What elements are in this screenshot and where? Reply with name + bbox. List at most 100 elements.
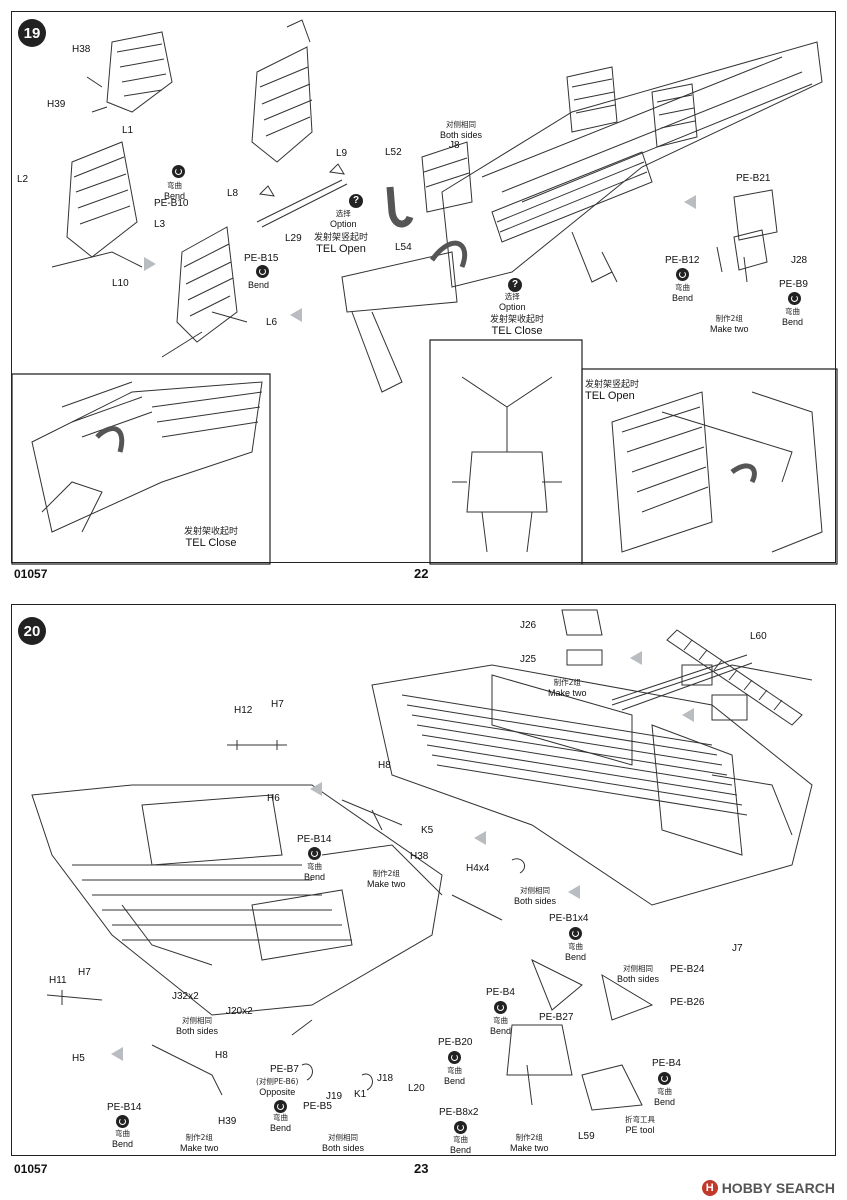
- part-label-h11: H11: [49, 975, 67, 986]
- part-label-j20x2: J20x2: [226, 1006, 253, 1017]
- part-label-pe-b15: PE-B15: [244, 253, 279, 264]
- part-label-l52: L52: [385, 147, 402, 158]
- part-label-l2: L2: [17, 174, 29, 185]
- flow-arrow-icon: [684, 195, 696, 209]
- step-19-panel: 19: [11, 11, 836, 563]
- part-label-l54: L54: [395, 242, 412, 253]
- part-label-pe-b1x4: PE-B1x4: [549, 913, 589, 924]
- tel-open-note: 发射架竖起时 TEL Open: [314, 233, 369, 255]
- part-label-pe-b8x2: PE-B8x2: [439, 1107, 479, 1118]
- flow-arrow-icon: [568, 885, 580, 899]
- flow-arrow-icon: [310, 782, 322, 796]
- part-label-j18: J18: [377, 1073, 394, 1084]
- bend-icon: [308, 847, 321, 860]
- bend-icon: [172, 165, 185, 178]
- part-label-l10: L10: [112, 278, 129, 289]
- part-label-h8b: H8: [215, 1050, 228, 1061]
- tel-close-inset-caption: 发射架收起时 TEL Close: [184, 527, 239, 549]
- part-label-l29: L29: [285, 233, 302, 244]
- tel-open-inset-caption: 发射架竖起时 TEL Open: [585, 380, 640, 402]
- part-label-j25: J25: [520, 654, 537, 665]
- bend-icon: [494, 1001, 507, 1014]
- footer-code: 01057: [14, 567, 48, 581]
- option-note-tel-open: 选择 Option: [330, 209, 357, 229]
- option-note-tel-close: 选择 Option: [499, 292, 526, 312]
- opposite-note: (对侧PE-B6) Opposite: [256, 1077, 299, 1097]
- both-sides-note-j8: 对侧相同 Both sides: [440, 120, 483, 140]
- part-label-k5: K5: [421, 825, 434, 836]
- part-label-pe-b27: PE-B27: [539, 1012, 574, 1023]
- part-label-pe-b4b: PE-B4: [652, 1058, 681, 1069]
- part-label-pe-b14b: PE-B14: [107, 1102, 142, 1113]
- part-label-l8: L8: [227, 188, 239, 199]
- bend-icon: [454, 1121, 467, 1134]
- part-label-j19: J19: [326, 1091, 343, 1102]
- part-label-j8: J8: [449, 140, 460, 151]
- flow-arrow-icon: [290, 308, 302, 322]
- footer-code: 01057: [14, 1162, 48, 1176]
- part-label-h8: H8: [378, 760, 391, 771]
- bend-icon: [274, 1100, 287, 1113]
- part-label-l1: L1: [122, 125, 134, 136]
- option-icon: ?: [349, 194, 363, 208]
- part-label-pe-b4: PE-B4: [486, 987, 515, 998]
- bend-icon: [676, 268, 689, 281]
- part-label-h7: H7: [271, 699, 284, 710]
- flow-arrow-icon: [111, 1047, 123, 1061]
- part-label-l6: L6: [266, 317, 278, 328]
- pe-tool-note: 折弯工具 PE tool: [625, 1115, 655, 1135]
- part-label-j32x2: J32x2: [172, 991, 199, 1002]
- part-label-j7: J7: [732, 943, 743, 954]
- part-label-h39: H39: [47, 99, 66, 110]
- bend-icon: [256, 265, 269, 278]
- flow-arrow-icon: [682, 708, 694, 722]
- part-label-l60: L60: [750, 631, 767, 642]
- part-label-h38: H38: [410, 851, 429, 862]
- make-two-note: 制作2组 Make two: [710, 314, 749, 334]
- step-20-illustration: [12, 605, 837, 1157]
- part-label-j26: J26: [520, 620, 537, 631]
- part-label-h39: H39: [218, 1116, 237, 1127]
- part-label-j28: J28: [791, 255, 808, 266]
- part-label-h38: H38: [72, 44, 91, 55]
- part-label-pe-b5: PE-B5: [303, 1101, 332, 1112]
- part-label-pe-b24: PE-B24: [670, 964, 705, 975]
- flow-arrow-icon: [474, 831, 486, 845]
- bend-icon: [658, 1072, 671, 1085]
- bend-note-pe-b15: Bend: [248, 280, 270, 290]
- watermark-text: HOBBY SEARCH: [721, 1180, 835, 1196]
- step-19-illustration: [12, 12, 837, 564]
- part-label-pe-b21: PE-B21: [736, 173, 771, 184]
- part-label-h5: H5: [72, 1053, 85, 1064]
- page-number: 22: [414, 566, 429, 581]
- watermark-icon: H: [701, 1180, 718, 1196]
- step-20-panel: 20: [11, 604, 836, 1156]
- option-icon: ?: [508, 278, 522, 292]
- part-label-l9: L9: [336, 148, 348, 159]
- part-label-l20: L20: [408, 1083, 425, 1094]
- flow-arrow-icon: [630, 651, 642, 665]
- bend-icon: [569, 927, 582, 940]
- part-label-pe-b9: PE-B9: [779, 279, 808, 290]
- part-label-l59: L59: [578, 1131, 595, 1142]
- part-label-pe-b10: PE-B10: [154, 198, 189, 209]
- bend-note-pe-b12: 弯曲 Bend: [672, 283, 694, 303]
- bend-icon: [448, 1051, 461, 1064]
- step-19-badge: 19: [18, 19, 46, 47]
- part-label-pe-b20: PE-B20: [438, 1037, 473, 1048]
